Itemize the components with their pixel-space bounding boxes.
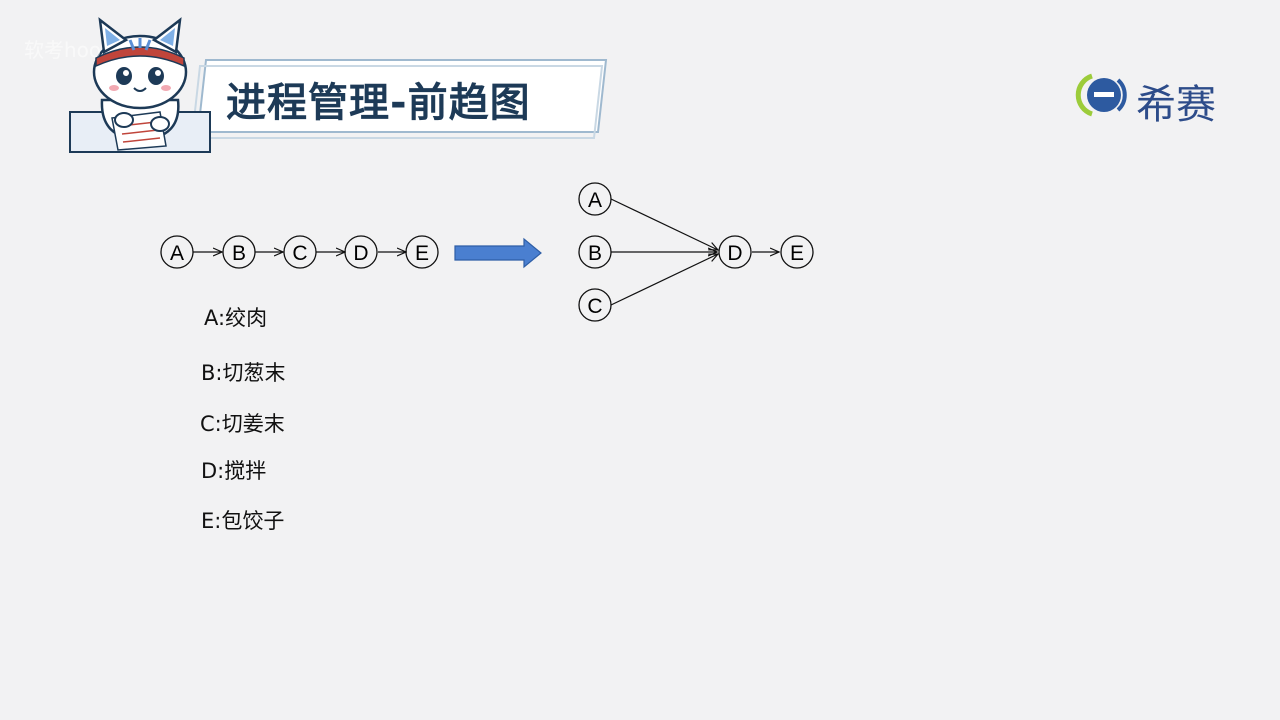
chain-node-label: E (415, 242, 429, 265)
chain-node-c: C (283, 235, 317, 269)
mascot-icon (69, 17, 211, 153)
graph-node-label: D (727, 242, 742, 265)
chain-node-e: E (405, 235, 439, 269)
edge-c-d (610, 254, 718, 306)
graph-node-label: B (588, 242, 602, 265)
page-title: 进程管理-前趋图 (226, 80, 531, 126)
graph-node-a: A (578, 182, 612, 216)
graph-node-label: A (588, 189, 602, 212)
logo-text: 希赛 (1136, 82, 1216, 128)
chain-node-label: A (170, 242, 184, 265)
chain-node-d: D (344, 235, 378, 269)
graph-node-c: C (578, 288, 612, 322)
header-banner (69, 17, 1127, 153)
legend-item-e: E:包饺子 (201, 509, 285, 533)
legend-item-b: B:切葱末 (201, 361, 286, 385)
legend-item-a: A:绞肉 (204, 306, 268, 330)
graph-node-label: E (790, 242, 804, 265)
legend-item-d: D:搅拌 (201, 459, 267, 483)
watermark-text: 软考hoo (24, 38, 102, 62)
chain-node-label: B (232, 242, 246, 265)
edge-a-d (610, 198, 718, 250)
xisai-logo-icon (1075, 73, 1127, 117)
chain-node-a: A (160, 235, 194, 269)
graph-node-b: B (578, 235, 612, 269)
chain-node-label: D (353, 242, 368, 265)
transform-arrow-icon (454, 237, 542, 269)
legend-item-c: C:切姜末 (200, 412, 285, 436)
graph-node-d: D (718, 235, 752, 269)
chain-node-b: B (222, 235, 256, 269)
title-plaque (190, 59, 608, 139)
graph-node-label: C (587, 295, 602, 318)
chain-node-label: C (292, 242, 307, 265)
graph-node-e: E (780, 235, 814, 269)
